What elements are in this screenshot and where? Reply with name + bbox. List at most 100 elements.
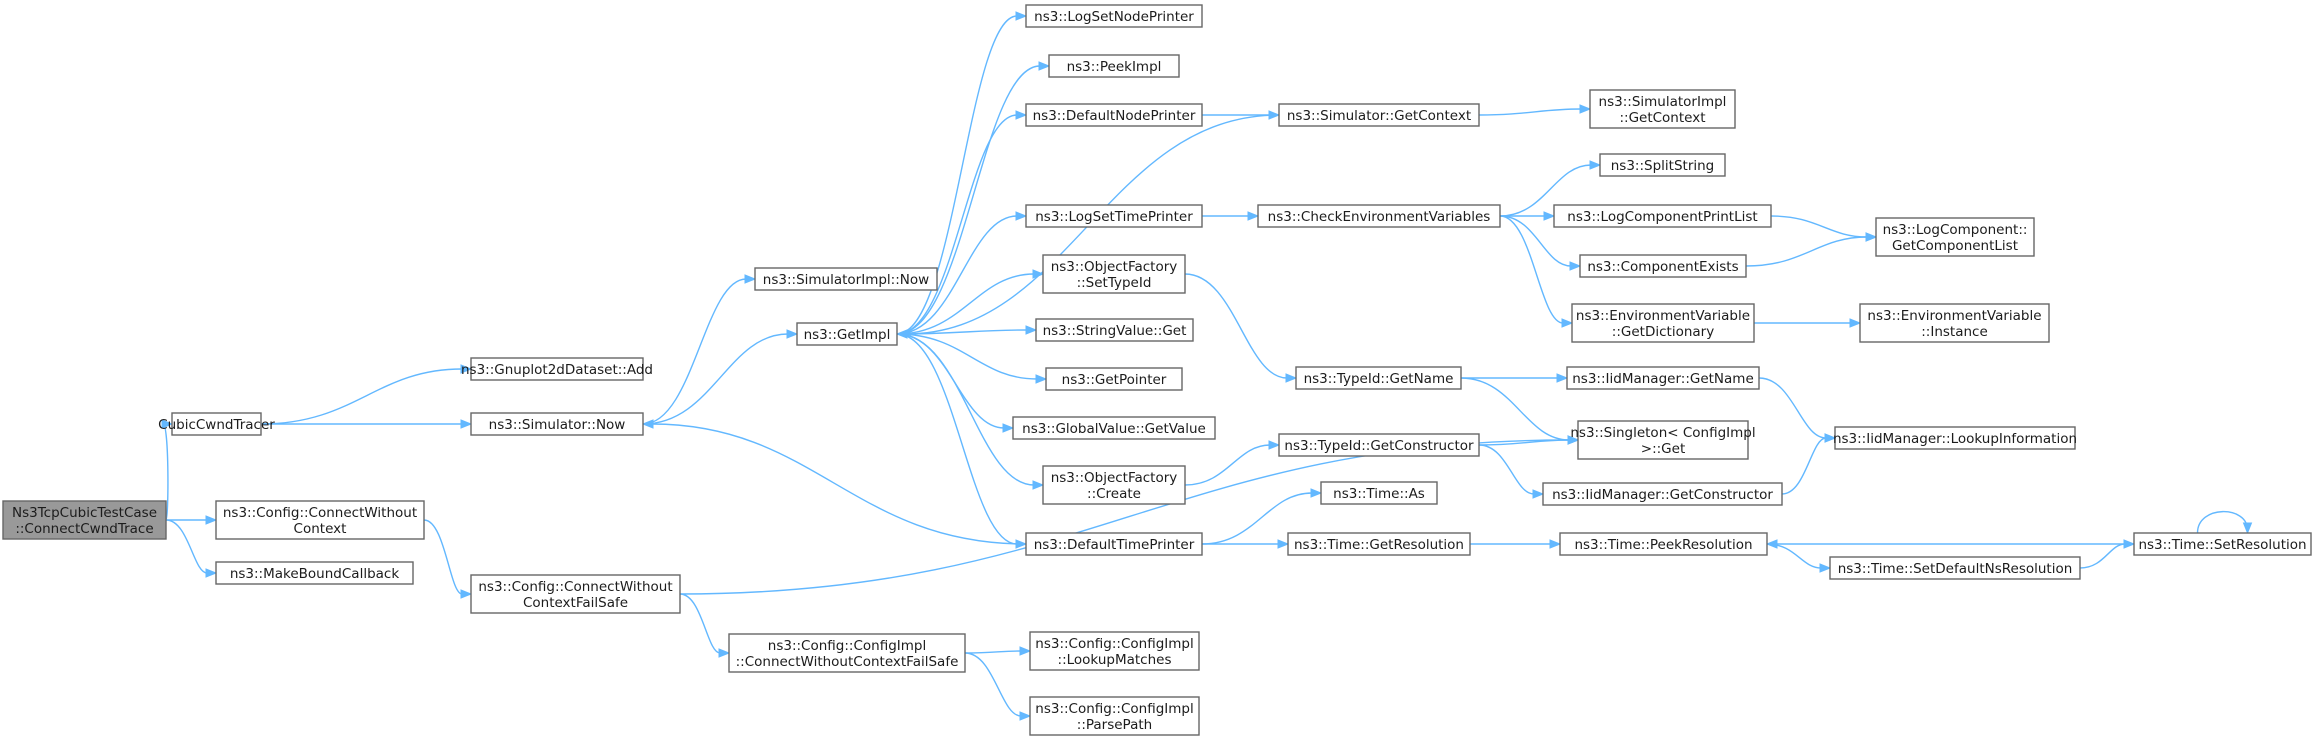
- edge-line: [423, 519, 463, 595]
- node-box[interactable]: [2, 500, 167, 540]
- edge-line: [2196, 510, 2249, 534]
- node-label: ::ConnectCwndTrace: [15, 521, 153, 537]
- node-box[interactable]: [1577, 420, 1749, 460]
- node-box[interactable]: [1829, 556, 2081, 580]
- node-box[interactable]: [1859, 303, 2050, 343]
- node-box[interactable]: [1025, 103, 1203, 127]
- node-gnu[interactable]: ns3::Gnuplot2dDataset::Add: [461, 357, 653, 381]
- arrow-head: [1543, 211, 1556, 221]
- node-box[interactable]: [215, 561, 414, 585]
- node-box[interactable]: [1589, 89, 1736, 129]
- node-singleton[interactable]: ns3::Singleton< ConfigImpl >::Get: [1570, 420, 1756, 460]
- node-cubic[interactable]: CubicCwndTracer: [158, 412, 275, 436]
- node-cwcfs[interactable]: ns3::Config::ConnectWithoutContextFailSa…: [470, 574, 681, 614]
- node-timesetres[interactable]: ns3::Time::SetResolution: [2133, 532, 2312, 556]
- node-box[interactable]: [728, 633, 966, 673]
- node-box[interactable]: [1029, 696, 1200, 736]
- arrow-head: [1569, 261, 1582, 271]
- node-box[interactable]: [1320, 481, 1438, 505]
- node-box[interactable]: [1278, 433, 1480, 457]
- node-box[interactable]: [215, 500, 425, 540]
- node-mbc[interactable]: ns3::MakeBoundCallback: [215, 561, 414, 585]
- node-label: ns3::Time::GetResolution: [1294, 537, 1464, 553]
- node-lcprint[interactable]: ns3::LogComponentPrintList: [1553, 204, 1772, 228]
- node-box[interactable]: [1834, 426, 2076, 450]
- node-label: ns3::SplitString: [1611, 158, 1715, 174]
- node-defnode[interactable]: ns3::DefaultNodePrinter: [1025, 103, 1203, 127]
- node-box[interactable]: [1257, 204, 1501, 228]
- node-split[interactable]: ns3::SplitString: [1599, 153, 1726, 177]
- node-lookup[interactable]: ns3::Config::ConfigImpl::LookupMatches: [1029, 631, 1200, 671]
- node-box[interactable]: [171, 412, 262, 436]
- node-peekimpl[interactable]: ns3::PeekImpl: [1048, 54, 1180, 78]
- node-box[interactable]: [1025, 532, 1203, 556]
- edge-line: [896, 333, 1035, 486]
- node-iidname[interactable]: ns3::IidManager::GetName: [1566, 366, 1760, 390]
- node-box[interactable]: [1287, 532, 1471, 556]
- node-compex[interactable]: ns3::ComponentExists: [1579, 254, 1747, 278]
- edge-timegetres-to-timepeek: [1470, 539, 1562, 549]
- node-getimpl[interactable]: ns3::GetImpl: [796, 322, 898, 346]
- node-box[interactable]: [1025, 204, 1203, 228]
- node-box[interactable]: [1571, 303, 1755, 343]
- node-timegetres[interactable]: ns3::Time::GetResolution: [1287, 532, 1471, 556]
- node-box[interactable]: [1012, 416, 1216, 440]
- node-box[interactable]: [1579, 254, 1747, 278]
- arrow-head: [161, 419, 174, 429]
- node-parsepath[interactable]: ns3::Config::ConfigImpl::ParsePath: [1029, 696, 1200, 736]
- node-simimplctx[interactable]: ns3::SimulatorImpl::GetContext: [1589, 89, 1736, 129]
- node-tidname[interactable]: ns3::TypeId::GetName: [1295, 366, 1462, 390]
- node-gvget[interactable]: ns3::GlobalValue::GetValue: [1012, 416, 1216, 440]
- node-iidctor[interactable]: ns3::IidManager::GetConstructor: [1542, 482, 1783, 506]
- node-box[interactable]: [1025, 4, 1203, 28]
- node-connwc[interactable]: ns3::Config::ConnectWithoutContext: [215, 500, 425, 540]
- node-box[interactable]: [1295, 366, 1462, 390]
- node-box[interactable]: [1566, 366, 1760, 390]
- node-logsettime[interactable]: ns3::LogSetTimePrinter: [1025, 204, 1203, 228]
- node-envdict[interactable]: ns3::EnvironmentVariable::GetDictionary: [1571, 303, 1755, 343]
- node-box[interactable]: [1278, 103, 1480, 127]
- node-box[interactable]: [1875, 217, 2035, 257]
- node-box[interactable]: [1553, 204, 1772, 228]
- node-strget[interactable]: ns3::StringValue::Get: [1035, 318, 1194, 342]
- arrow-head: [460, 364, 473, 374]
- node-box[interactable]: [1042, 465, 1186, 505]
- arrow-head: [460, 419, 473, 429]
- node-envinst[interactable]: ns3::EnvironmentVariable::Instance: [1859, 303, 2050, 343]
- node-box[interactable]: [796, 322, 898, 346]
- node-iidlookup[interactable]: ns3::IidManager::LookupInformation: [1833, 426, 2077, 450]
- node-box[interactable]: [1042, 254, 1186, 294]
- node-box[interactable]: [1035, 318, 1194, 342]
- node-tidctor[interactable]: ns3::TypeId::GetConstructor: [1278, 433, 1480, 457]
- node-box[interactable]: [470, 412, 644, 436]
- node-box[interactable]: [1542, 482, 1783, 506]
- node-box[interactable]: [2133, 532, 2312, 556]
- node-box[interactable]: [1029, 631, 1200, 671]
- node-box[interactable]: [470, 357, 644, 381]
- node-box[interactable]: [1559, 532, 1768, 556]
- node-box[interactable]: [1045, 367, 1183, 391]
- node-box[interactable]: [1048, 54, 1180, 78]
- arrow-head: [1549, 539, 1562, 549]
- node-root[interactable]: Ns3TcpCubicTestCase::ConnectCwndTrace: [2, 500, 167, 540]
- node-box[interactable]: [754, 267, 938, 291]
- node-label: ns3::Gnuplot2dDataset::Add: [461, 362, 653, 378]
- node-timepeek[interactable]: ns3::Time::PeekResolution: [1559, 532, 1768, 556]
- node-box[interactable]: [1599, 153, 1726, 177]
- node-simnow[interactable]: ns3::Simulator::Now: [470, 412, 644, 436]
- node-timesetdef[interactable]: ns3::Time::SetDefaultNsResolution: [1829, 556, 2081, 580]
- node-ofcreate[interactable]: ns3::ObjectFactory::Create: [1042, 465, 1186, 505]
- node-lcgetlist[interactable]: ns3::LogComponent::GetComponentList: [1875, 217, 2035, 257]
- node-cfgimplcwcfs[interactable]: ns3::Config::ConfigImpl::ConnectWithoutC…: [728, 633, 966, 673]
- node-logsetnode[interactable]: ns3::LogSetNodePrinter: [1025, 4, 1203, 28]
- node-ofsettype[interactable]: ns3::ObjectFactory::SetTypeId: [1042, 254, 1186, 294]
- edge-cwcfs-to-cfgimplcwcfs: [679, 593, 731, 658]
- node-getptr[interactable]: ns3::GetPointer: [1045, 367, 1183, 391]
- node-checkenv[interactable]: ns3::CheckEnvironmentVariables: [1257, 204, 1501, 228]
- node-simimplnow[interactable]: ns3::SimulatorImpl::Now: [754, 267, 938, 291]
- node-deftime[interactable]: ns3::DefaultTimePrinter: [1025, 532, 1203, 556]
- node-timeas[interactable]: ns3::Time::As: [1320, 481, 1438, 505]
- arrow-head: [1561, 318, 1574, 328]
- node-simgetctx[interactable]: ns3::Simulator::GetContext: [1278, 103, 1480, 127]
- node-box[interactable]: [470, 574, 681, 614]
